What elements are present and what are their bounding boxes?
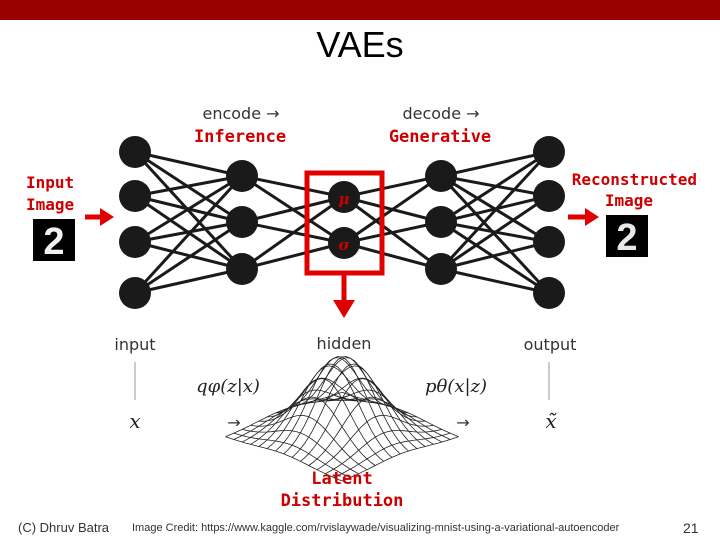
page-number: 21 (683, 520, 699, 536)
surface-mesh-line (258, 396, 376, 466)
latent-arrow-head (333, 300, 355, 318)
surface-mesh-line (267, 378, 384, 462)
network-node (119, 277, 151, 309)
left-flow-arrow: → (227, 413, 240, 432)
xtilde-variable-label: x̃ (545, 409, 557, 433)
network-edge (133, 174, 244, 295)
latent-label-line2: Distribution (281, 491, 404, 511)
surface-mesh-line (275, 363, 393, 458)
inference-label: Inference (194, 127, 286, 147)
network-edge (343, 174, 442, 199)
surface-mesh-line (292, 357, 409, 452)
network-edge (439, 174, 551, 295)
network-edge (439, 150, 551, 271)
reconstructed-digit-image (606, 215, 648, 257)
surface-mesh-line (250, 414, 368, 471)
input-layer-label: input (114, 335, 155, 354)
network-node (425, 253, 457, 285)
input-digit-glyph: 2 (43, 221, 64, 263)
surface-mesh-line (300, 365, 418, 449)
network-edge (440, 150, 550, 178)
right-flow-arrow: → (456, 413, 469, 432)
surface-mesh-line (316, 389, 434, 445)
network-edges (133, 150, 551, 295)
network-edge (134, 220, 243, 295)
latent-gaussian-surface (225, 356, 459, 482)
network-edge (241, 195, 345, 224)
network-node (425, 160, 457, 192)
output-layer-label: output (524, 335, 577, 354)
decode-label: decode → (402, 104, 479, 123)
network-edge (134, 174, 243, 198)
footer-author: (C) Dhruv Batra (18, 520, 110, 535)
network-node (533, 136, 565, 168)
p-distribution-label: pθ(x|z) (425, 376, 487, 397)
network-edge (241, 174, 345, 199)
network-node (328, 181, 360, 213)
top-bar (0, 0, 720, 20)
network-edge (134, 267, 243, 295)
latent-box (304, 170, 385, 276)
network-node (119, 180, 151, 212)
input-image-label-line1: Input (26, 173, 74, 192)
network-nodes (119, 136, 565, 309)
network-edge (134, 220, 243, 244)
network-edge (241, 195, 345, 271)
input-digit-image (33, 219, 75, 261)
network-edge (241, 241, 345, 271)
network-edge (134, 240, 243, 271)
latent-label-line1: Latent (311, 469, 372, 489)
network-edge (343, 174, 442, 245)
network-edge (134, 150, 243, 178)
surface-mesh-line (233, 432, 351, 478)
network-edge (440, 267, 550, 295)
q-distribution-label: qφ(z|x) (196, 376, 260, 397)
reconstructed-digit-glyph: 2 (616, 217, 637, 259)
network-node (119, 136, 151, 168)
network-edge (343, 241, 442, 271)
network-node (425, 206, 457, 238)
surface-mesh-line (283, 356, 401, 455)
network-node (533, 277, 565, 309)
encode-label: encode → (202, 104, 279, 123)
x-variable-label: x (129, 409, 140, 433)
reconstructed-label-line2: Image (605, 191, 653, 210)
surface-mesh-line (325, 429, 442, 475)
surface-mesh-line (225, 436, 343, 482)
network-edge (440, 194, 550, 271)
hidden-layer-label: hidden (317, 334, 372, 353)
network-edge (440, 220, 550, 295)
sigma-label: σ (338, 236, 350, 254)
slide-title: VAEs (316, 24, 404, 65)
network-node (226, 160, 258, 192)
network-edge (440, 150, 550, 224)
surface-mesh-line (341, 391, 459, 438)
surface-mesh-line (316, 414, 434, 471)
network-node (226, 253, 258, 285)
footer-image-credit: Image Credit: https://www.kaggle.com/rvi… (132, 522, 620, 534)
mu-label: μ (339, 190, 350, 208)
surface-mesh-line (242, 429, 359, 475)
network-edge (343, 220, 442, 245)
network-edge (134, 174, 243, 244)
output-arrow-head (585, 208, 599, 226)
network-node (533, 226, 565, 258)
surface-mesh-line (291, 363, 409, 458)
input-arrow-head (100, 208, 114, 226)
network-node (328, 227, 360, 259)
network-edge (440, 240, 550, 271)
network-node (533, 180, 565, 212)
network-node (119, 226, 151, 258)
input-image-label-line2: Image (26, 195, 74, 214)
vertical-guide-lines (134, 362, 550, 400)
network-node (226, 206, 258, 238)
reconstructed-label-line1: Reconstructed (572, 170, 697, 189)
generative-label: Generative (389, 127, 491, 147)
